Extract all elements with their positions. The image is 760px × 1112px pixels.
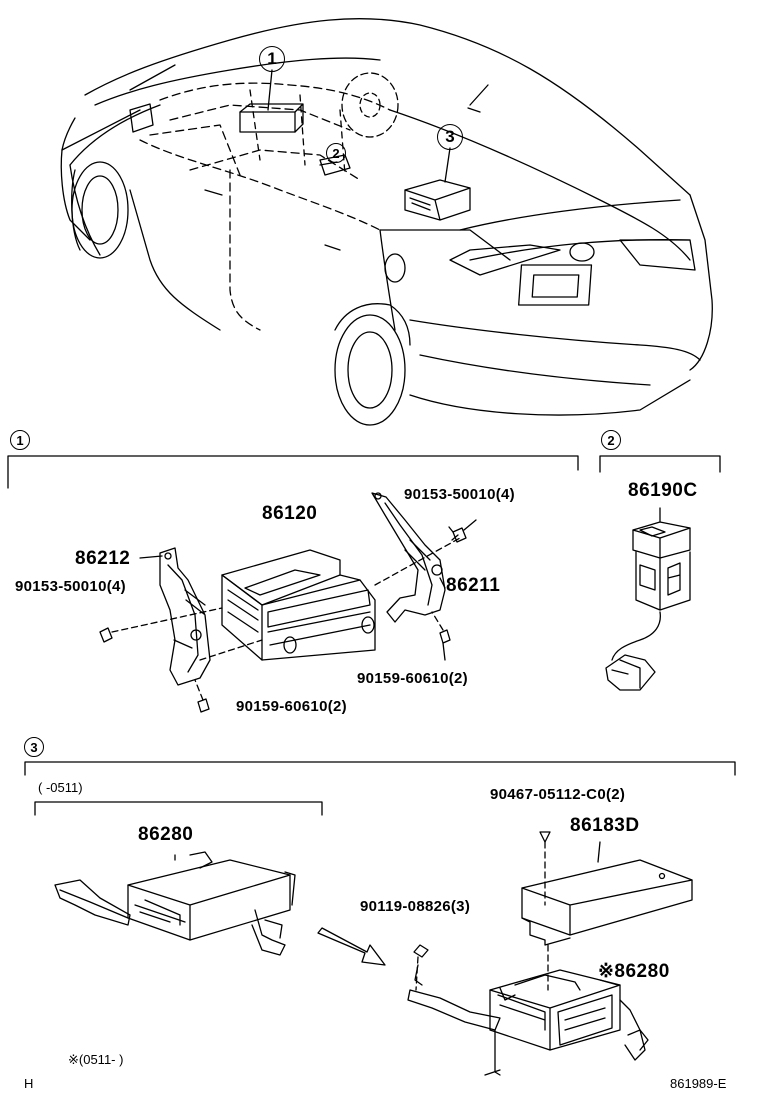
head-unit-86120 — [221, 549, 376, 661]
part-86280-right: ※86280 — [598, 961, 670, 982]
part-86280-left: 86280 — [138, 824, 194, 845]
callout-2: 2 — [326, 143, 346, 163]
part-86212: 86212 — [75, 548, 131, 569]
bolt-90119: 90119-08826(3) — [360, 898, 471, 915]
figure-number: 861989-E — [670, 1076, 727, 1091]
direction-arrow — [317, 927, 386, 966]
switch-86190c — [605, 507, 691, 691]
part-86183d: 86183D — [570, 815, 640, 836]
bolt-90159-right: 90159-60610(2) — [357, 670, 468, 687]
module-86280-right — [407, 944, 649, 1076]
part-86211: 86211 — [446, 575, 501, 596]
bolt-90467: 90467-05112-C0(2) — [490, 786, 626, 803]
bracket-86211 — [371, 492, 446, 623]
callout-1: 1 — [259, 46, 285, 72]
section-1-marker: 1 — [10, 430, 30, 450]
date-note: ※(0511- ) — [68, 1052, 124, 1067]
bolt-90159-left: 90159-60610(2) — [236, 698, 347, 715]
date-range-before: ( -0511) — [38, 780, 83, 795]
bolt-90153-right: 90153-50010(4) — [404, 486, 515, 503]
car-illustration — [60, 18, 713, 426]
bolts-section1 — [99, 519, 477, 713]
callout-3: 3 — [437, 124, 463, 150]
cover-86183d — [521, 831, 693, 946]
part-86190c: 86190C — [628, 480, 698, 501]
bolt-90153-left: 90153-50010(4) — [15, 578, 126, 595]
module-86280-left — [54, 851, 296, 956]
section-3-marker: 3 — [24, 737, 44, 757]
bracket-86212 — [159, 547, 211, 686]
part-86120: 86120 — [262, 503, 318, 524]
footer-code-left: H — [24, 1076, 34, 1091]
section-2-marker: 2 — [601, 430, 621, 450]
